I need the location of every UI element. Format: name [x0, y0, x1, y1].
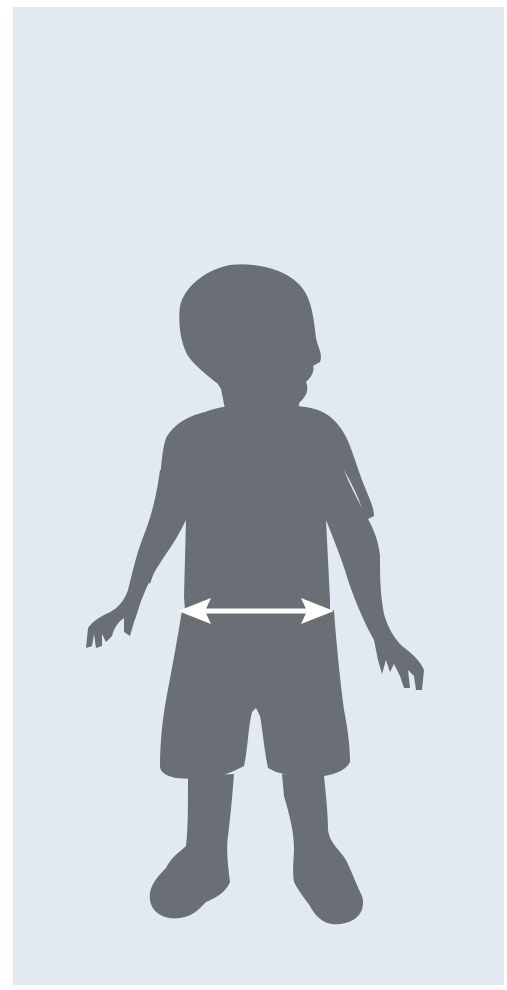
shorts — [160, 610, 350, 779]
left-leg — [150, 774, 234, 918]
child-silhouette — [86, 264, 424, 924]
right-arm — [326, 470, 424, 690]
right-leg — [282, 774, 363, 924]
left-arm — [86, 470, 186, 648]
head — [179, 264, 321, 405]
